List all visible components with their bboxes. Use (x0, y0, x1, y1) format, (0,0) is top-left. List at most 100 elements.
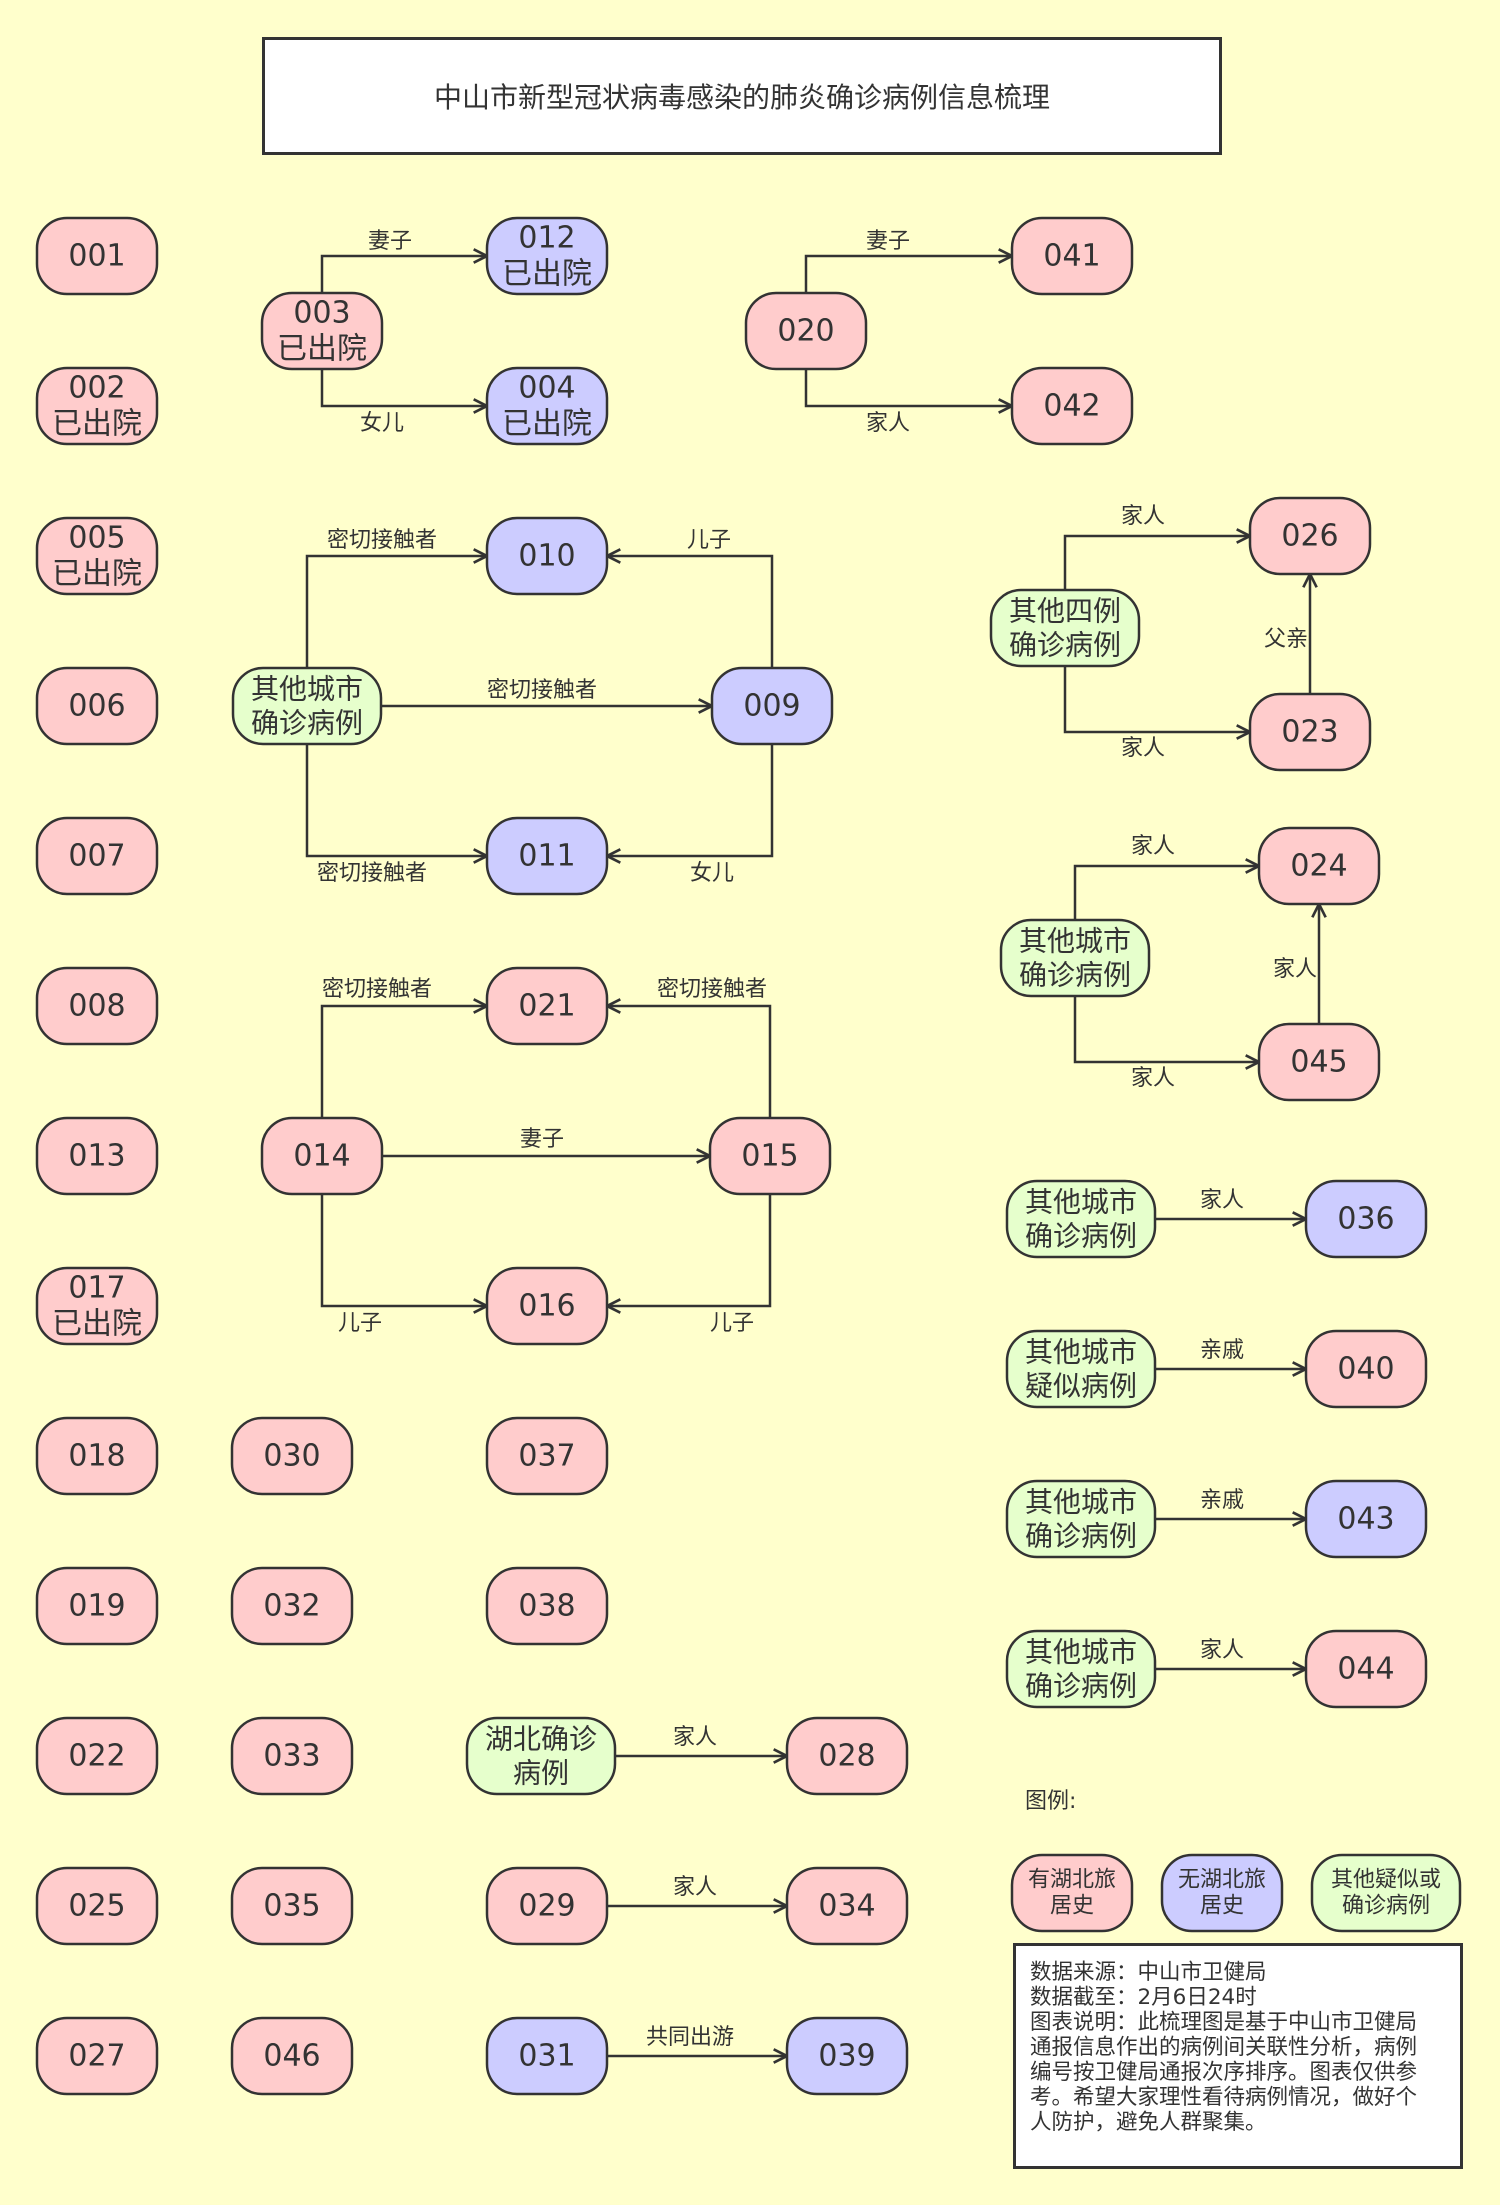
node-label: 021 (518, 989, 575, 1024)
case-node-n033: 033 (230, 1716, 354, 1796)
edge-n014-n015: 妻子 (382, 1127, 710, 1156)
edge-label: 女儿 (360, 411, 404, 436)
case-node-n019: 019 (35, 1566, 159, 1646)
node-shape (35, 666, 159, 746)
edge-n020-n042: 家人 (804, 369, 1012, 436)
node-label: 035 (263, 1889, 320, 1924)
node-label: 043 (1337, 1502, 1394, 1537)
node-shape (744, 291, 868, 371)
node-label: 其他城市 (251, 673, 363, 706)
edge-arrow (305, 556, 487, 668)
node-shape (785, 2016, 909, 2096)
node-shape (230, 1416, 354, 1496)
edge-label: 家人 (1131, 834, 1175, 859)
node-shape (1304, 1179, 1428, 1259)
data-source-note: 数据来源：中山市卫健局 数据截至：2月6日24时 图表说明：此梳理图是基于中山市… (1013, 1943, 1463, 2169)
node-label: 无湖北旅 (1178, 1867, 1266, 1892)
case-node-n036: 036 (1304, 1179, 1428, 1259)
edge-n029-n034: 家人 (607, 1875, 787, 1906)
node-label: 已出院 (52, 1307, 142, 1342)
edge-arrow (804, 256, 1012, 293)
node-label: 013 (68, 1139, 125, 1174)
node-label: 033 (263, 1739, 320, 1774)
node-label: 确诊病例 (251, 706, 363, 739)
case-node-n010: 010 (485, 516, 609, 596)
case-node-n026: 026 (1248, 496, 1372, 576)
edge-label: 家人 (673, 1725, 717, 1750)
edge-o8-n028: 家人 (615, 1725, 787, 1756)
node-label: 040 (1337, 1352, 1394, 1387)
legend-title: 图例: (1025, 1789, 1077, 1814)
edge-label: 家人 (1131, 1066, 1175, 1091)
node-label: 041 (1043, 239, 1100, 274)
edge-arrow (305, 744, 487, 856)
node-label: 疑似病例 (1025, 1369, 1137, 1402)
node-label: 007 (68, 839, 125, 874)
edge-o1-n011: 密切接触者 (305, 744, 487, 886)
edge-o3-n045: 家人 (1073, 996, 1259, 1091)
node-label: 018 (68, 1439, 125, 1474)
edge-label: 家人 (866, 411, 910, 436)
case-node-n023: 023 (1248, 692, 1372, 772)
node-shape (485, 816, 609, 896)
edge-label: 密切接触者 (327, 528, 437, 553)
node-shape (1160, 1853, 1284, 1933)
node-label: 022 (68, 1739, 125, 1774)
node-label: 其他城市 (1025, 1636, 1137, 1669)
node-shape (485, 1266, 609, 1346)
edge-o2-n026: 家人 (1063, 504, 1250, 590)
node-label: 确诊病例 (1342, 1894, 1430, 1919)
edge-label: 密切接触者 (487, 678, 597, 703)
node-shape (485, 1866, 609, 1946)
node-label: 确诊病例 (1025, 1219, 1137, 1252)
node-shape (35, 1116, 159, 1196)
node-shape (1248, 692, 1372, 772)
node-label: 已出院 (502, 257, 592, 292)
node-shape (1310, 1853, 1462, 1933)
node-shape (35, 1716, 159, 1796)
case-node-n040: 040 (1304, 1329, 1428, 1409)
node-label: 016 (518, 1289, 575, 1324)
node-label: 001 (68, 239, 125, 274)
edge-n014-n016: 儿子 (320, 1194, 487, 1336)
node-shape (1005, 1179, 1157, 1259)
note-line: 数据来源：中山市卫健局 (1030, 1960, 1267, 1985)
edge-o3-n024: 家人 (1073, 834, 1259, 920)
edge-n009-n010: 儿子 (607, 528, 774, 668)
node-shape (230, 1566, 354, 1646)
node-shape (35, 2016, 159, 2096)
node-label: 045 (1290, 1045, 1347, 1080)
case-node-n021: 021 (485, 966, 609, 1046)
node-shape (485, 1566, 609, 1646)
case-node-n022: 022 (35, 1716, 159, 1796)
edge-arrow (607, 1006, 772, 1118)
node-label: 023 (1281, 715, 1338, 750)
case-node-n027: 027 (35, 2016, 159, 2096)
node-label: 025 (68, 1889, 125, 1924)
edge-label: 家人 (1273, 957, 1317, 982)
case-node-n046: 046 (230, 2016, 354, 2096)
node-shape (35, 216, 159, 296)
node-label: 012 (518, 221, 575, 256)
case-node-n018: 018 (35, 1416, 159, 1496)
node-label: 002 (68, 371, 125, 406)
node-shape (785, 1716, 909, 1796)
edge-arrow (1063, 536, 1250, 590)
edge-o6-n043: 亲戚 (1155, 1488, 1306, 1519)
edge-arrow (804, 369, 1012, 406)
node-label: 019 (68, 1589, 125, 1624)
edge-label: 妻子 (368, 229, 412, 254)
node-label: 确诊病例 (1009, 628, 1121, 661)
node-shape (35, 366, 159, 446)
node-label: 居史 (1050, 1894, 1094, 1919)
node-shape (485, 966, 609, 1046)
case-node-n028: 028 (785, 1716, 909, 1796)
node-shape (35, 516, 159, 596)
